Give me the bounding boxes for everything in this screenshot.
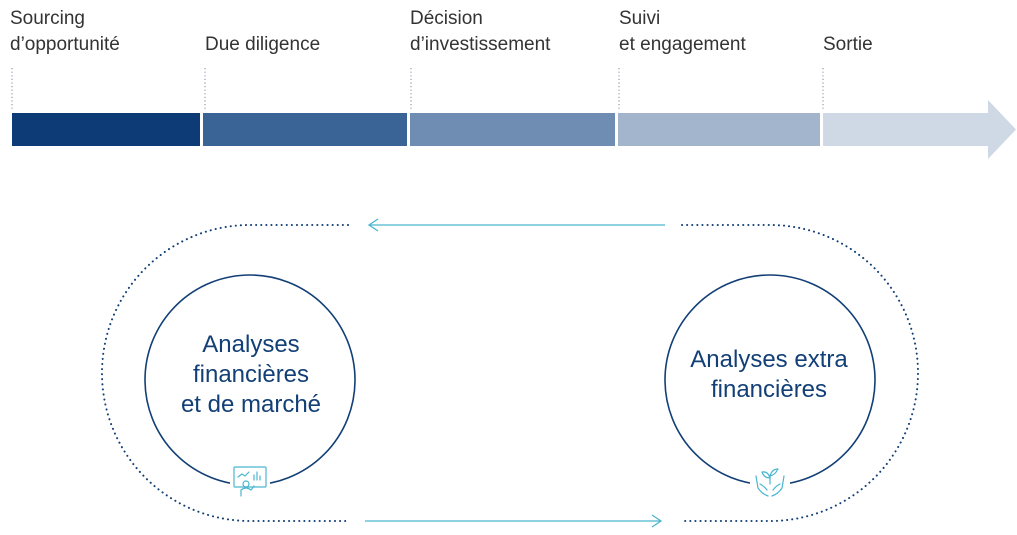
stage-label-sourcing: Sourcing d’opportunité <box>10 8 120 55</box>
top-return-arrow <box>367 218 665 232</box>
chart-icon-backdrop <box>230 465 270 499</box>
stage-3-segment <box>410 113 615 146</box>
cycle-loop-right <box>681 224 919 522</box>
stage-label-due-diligence: Due diligence <box>205 34 321 55</box>
financial-analysis-label: Analyses financières et de marché <box>180 331 322 418</box>
stage-label-decision: Décision d’investissement <box>410 8 551 55</box>
stage-label-exit: Sortie <box>823 34 873 55</box>
extra-financial-analysis-label: Analyses extra financières <box>690 346 848 403</box>
stage-1-segment <box>12 113 200 146</box>
chart-presentation-icon <box>233 466 267 497</box>
bottom-forward-arrow <box>365 514 663 528</box>
hands-plant-icon <box>755 468 785 497</box>
stage-4-segment <box>618 113 820 146</box>
stage-label-monitoring: Suivi et engagement <box>619 8 746 55</box>
stage-2-segment <box>203 113 407 146</box>
stage-5-arrow <box>823 100 1016 159</box>
